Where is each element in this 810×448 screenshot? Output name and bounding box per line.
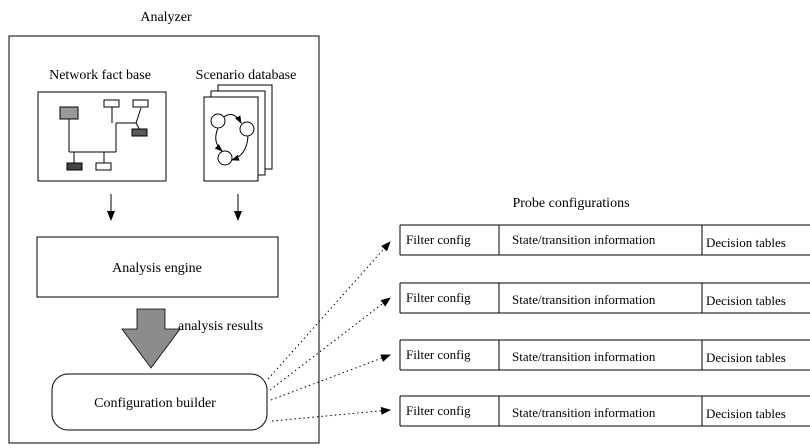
probe-config-row: Filter config State/transition informati… [399, 224, 810, 256]
decision-tables-cell: Decision tables [706, 350, 786, 365]
state-transition-cell: State/transition information [512, 349, 656, 364]
decision-tables-cell: Decision tables [706, 406, 786, 421]
network-fact-base-icon [37, 91, 167, 182]
dotted-arrow [269, 297, 391, 391]
network-node-dark [131, 128, 148, 137]
network-node-large [59, 106, 79, 120]
state-transition-cell: State/transition information [512, 292, 656, 307]
configuration-builder-label: Configuration builder [94, 396, 216, 411]
network-node-darker [66, 162, 83, 171]
probe-config-row: Filter config State/transition informati… [399, 282, 810, 314]
filter-config-cell: Filter config [406, 403, 471, 418]
network-node [132, 99, 149, 108]
probe-config-row: Filter config State/transition informati… [399, 395, 810, 427]
scenario-database-icon [203, 84, 273, 182]
network-fact-base-label: Network fact base [49, 68, 151, 83]
analysis-engine-label: Analysis engine [112, 261, 202, 276]
dotted-arrow [271, 406, 391, 422]
dotted-arrow [267, 241, 391, 380]
dotted-arrow [270, 354, 391, 401]
network-node [103, 99, 120, 108]
analysis-results-arrow [121, 308, 181, 369]
decision-tables-cell: Decision tables [706, 293, 786, 308]
filter-config-cell: Filter config [406, 290, 471, 305]
network-node [95, 162, 112, 171]
probe-config-row: Filter config State/transition informati… [399, 339, 810, 371]
analyzer-title: Analyzer [140, 10, 192, 25]
analyzer-box [8, 35, 320, 444]
scenario-database-label: Scenario database [196, 68, 297, 83]
decision-tables-cell: Decision tables [706, 235, 786, 250]
filter-config-cell: Filter config [406, 232, 471, 247]
filter-config-cell: Filter config [406, 347, 471, 362]
analysis-results-label: analysis results [178, 319, 263, 334]
configuration-builder-box [51, 373, 268, 431]
probe-configurations-title: Probe configurations [512, 196, 629, 211]
analysis-engine-box [36, 236, 279, 298]
state-transition-cell: State/transition information [512, 405, 656, 420]
state-transition-cell: State/transition information [512, 232, 656, 247]
